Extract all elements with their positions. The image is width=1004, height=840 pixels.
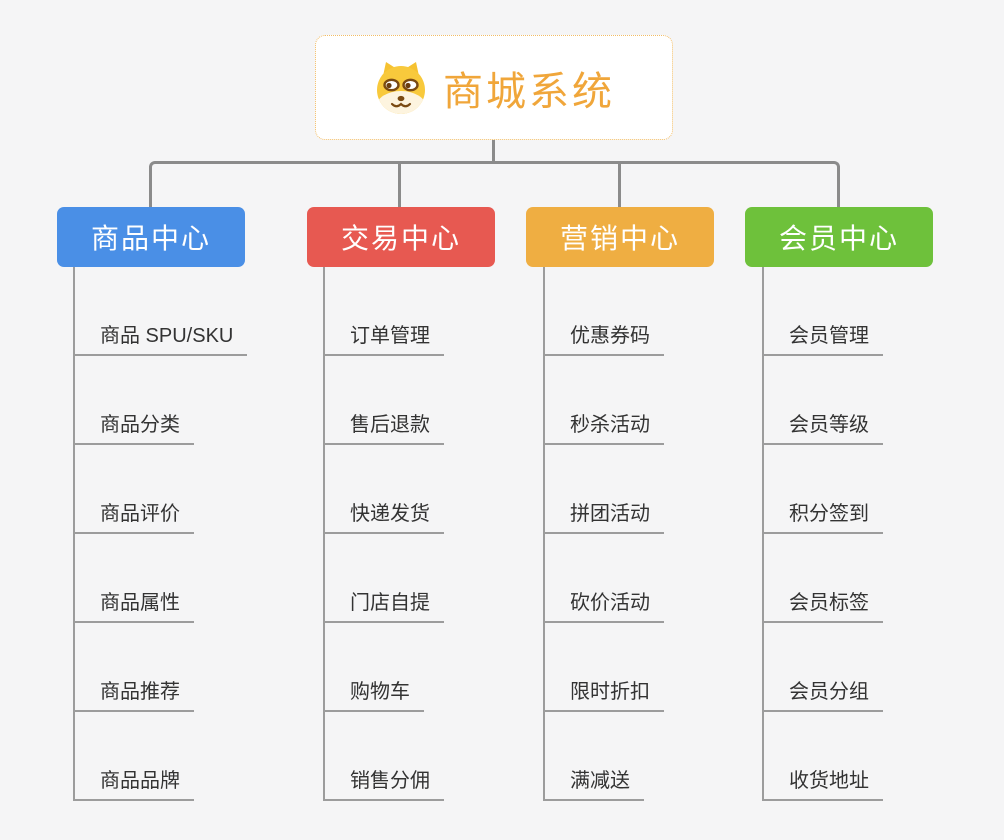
node-item[interactable]: 销售分佣 (325, 712, 444, 801)
node-item[interactable]: 商品属性 (75, 534, 194, 623)
node-item[interactable]: 商品分类 (75, 356, 194, 445)
shiba-dog-icon (377, 61, 425, 114)
connector-drop-marketing (618, 163, 621, 207)
node-item[interactable]: 积分签到 (764, 445, 883, 534)
node-item[interactable]: 售后退款 (325, 356, 444, 445)
connector-bracket (149, 161, 840, 207)
node-item[interactable]: 拼团活动 (545, 445, 664, 534)
branch-column-trade: 订单管理 售后退款 快递发货 门店自提 购物车 销售分佣 (323, 267, 444, 801)
node-item[interactable]: 门店自提 (325, 534, 444, 623)
branch-column-member: 会员管理 会员等级 积分签到 会员标签 会员分组 收货地址 (762, 267, 883, 801)
branch-header-marketing[interactable]: 营销中心 (526, 207, 714, 267)
root-title: 商城系统 (443, 69, 615, 114)
node-item[interactable]: 商品 SPU/SKU (75, 267, 248, 356)
node-item[interactable]: 会员等级 (764, 356, 883, 445)
node-item[interactable]: 会员标签 (764, 534, 883, 623)
branch-column-marketing: 优惠券码 秒杀活动 拼团活动 砍价活动 限时折扣 满减送 (543, 267, 664, 801)
branch-column-product: 商品 SPU/SKU 商品分类 商品评价 商品属性 商品推荐 商品品牌 (73, 267, 248, 801)
node-item[interactable]: 商品评价 (75, 445, 194, 534)
branch-header-trade[interactable]: 交易中心 (307, 207, 495, 267)
connector-root-stub (492, 140, 495, 163)
node-item[interactable]: 商品品牌 (75, 712, 194, 801)
node-item[interactable]: 会员管理 (764, 267, 883, 356)
node-item[interactable]: 快递发货 (325, 445, 444, 534)
root-node[interactable]: 商城系统 (315, 35, 673, 140)
node-item[interactable]: 商品推荐 (75, 623, 194, 712)
node-item[interactable]: 满减送 (545, 712, 644, 801)
node-item[interactable]: 砍价活动 (545, 534, 664, 623)
node-item[interactable]: 秒杀活动 (545, 356, 664, 445)
node-item[interactable]: 会员分组 (764, 623, 883, 712)
node-item[interactable]: 优惠券码 (545, 267, 664, 356)
branch-header-member[interactable]: 会员中心 (745, 207, 933, 267)
connector-drop-trade (398, 163, 401, 207)
node-item[interactable]: 订单管理 (325, 267, 444, 356)
node-item[interactable]: 限时折扣 (545, 623, 664, 712)
branch-header-product[interactable]: 商品中心 (57, 207, 245, 267)
node-item[interactable]: 购物车 (325, 623, 424, 712)
node-item[interactable]: 收货地址 (764, 712, 883, 801)
